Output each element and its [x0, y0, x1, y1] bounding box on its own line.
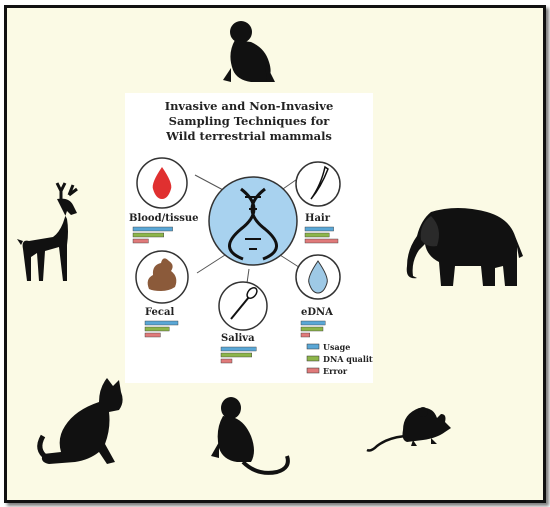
- legend-label: Usage: [323, 342, 350, 352]
- usage-bar: [144, 320, 179, 326]
- dna-icon: [228, 187, 278, 261]
- legend-swatch-usage: [306, 343, 320, 350]
- technique-label: Saliva: [221, 333, 255, 344]
- animal-silhouettes: [17, 21, 523, 475]
- technique-blood-tissue: Blood/tissue: [129, 157, 199, 244]
- panel-title: Invasive and Non-Invasive Sampling Techn…: [125, 99, 373, 144]
- swab-icon: [230, 286, 258, 320]
- legend-swatch-error: [306, 367, 320, 374]
- feces-icon: [147, 258, 177, 291]
- indicator-bars: [220, 346, 257, 364]
- legend-swatch-dna-quality: [306, 355, 320, 362]
- technique-label: eDNA: [301, 307, 333, 318]
- dna-center: [208, 176, 298, 266]
- usage-bar: [220, 346, 257, 352]
- water-drop-icon: [308, 260, 328, 294]
- technique-hair: Hair: [295, 161, 341, 244]
- cat-icon: [37, 378, 123, 464]
- technique-diagram: Blood/tissue Hair Fecal: [129, 157, 373, 376]
- error-bar: [144, 332, 161, 338]
- error-bar: [304, 238, 339, 244]
- error-bar: [132, 238, 149, 244]
- legend: Usage DNA quality Error: [306, 342, 373, 376]
- usage-bar: [132, 226, 173, 232]
- error-bar: [300, 332, 311, 338]
- dna-quality-bar: [144, 326, 170, 332]
- blood-drop-icon: [152, 167, 172, 199]
- usage-bar: [300, 320, 326, 326]
- indicator-bars: [300, 320, 326, 338]
- legend-label: Error: [323, 366, 348, 376]
- title-line: Wild terrestrial mammals: [166, 129, 332, 143]
- indicator-bars: [304, 226, 339, 244]
- mouse-icon: [366, 407, 451, 452]
- indicator-bars: [132, 226, 173, 244]
- deer-icon: [17, 182, 78, 281]
- dna-quality-bar: [304, 232, 330, 238]
- technique-edna: eDNA: [295, 254, 341, 338]
- technique-fecal: Fecal: [135, 250, 189, 338]
- technique-label: Blood/tissue: [129, 213, 199, 224]
- technique-saliva: Saliva: [218, 281, 268, 364]
- error-bar: [220, 358, 233, 364]
- hair-icon: [310, 165, 329, 200]
- dna-quality-bar: [132, 232, 164, 238]
- title-line: Invasive and Non-Invasive: [164, 99, 334, 113]
- dna-quality-bar: [300, 326, 324, 332]
- technique-label: Hair: [305, 213, 331, 224]
- title-line: Sampling Techniques for: [168, 114, 330, 128]
- indicator-bars: [144, 320, 179, 338]
- infographic-panel: Invasive and Non-Invasive Sampling Techn…: [125, 93, 373, 383]
- technique-label: Fecal: [145, 307, 174, 318]
- usage-bar: [304, 226, 334, 232]
- elephant-icon: [406, 208, 523, 286]
- monkey-sitting-icon: [211, 397, 290, 475]
- legend-label: DNA quality: [323, 354, 373, 364]
- figure-frame: Invasive and Non-Invasive Sampling Techn…: [4, 5, 546, 503]
- dna-quality-bar: [220, 352, 252, 358]
- monkey-icon: [223, 21, 275, 82]
